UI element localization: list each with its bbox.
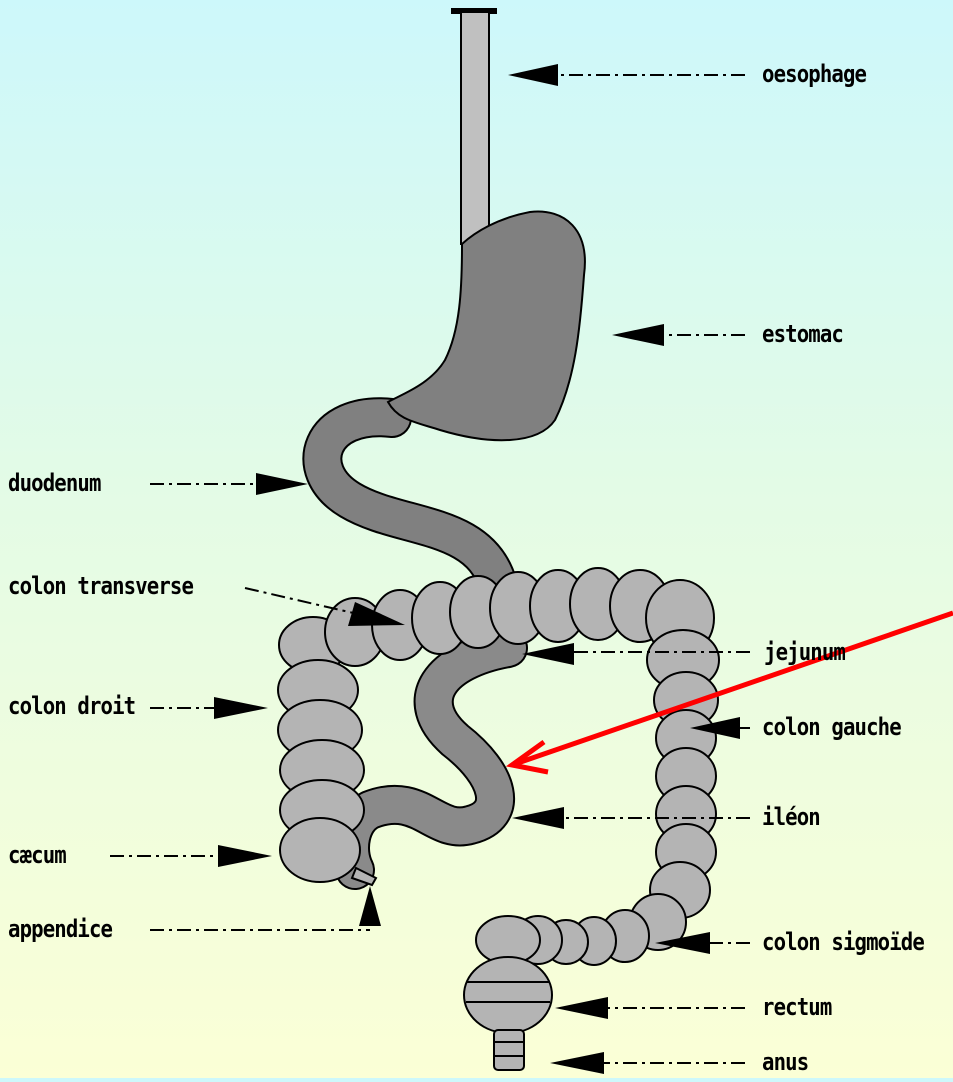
label-ileon: iléon [762, 805, 820, 829]
label-jejunum: jejunum [764, 640, 845, 664]
label-caecum: cæcum [8, 843, 66, 867]
label-anus: anus [762, 1050, 808, 1074]
label-colon-transverse: colon transverse [8, 574, 193, 598]
stomach [388, 212, 585, 441]
arrowhead-jejunum [522, 643, 574, 665]
colon-gauche-tube [647, 630, 719, 918]
arrowhead-appendice [359, 886, 381, 926]
label-rectum: rectum [762, 995, 831, 1019]
colon-sigmoide-tube [476, 894, 686, 965]
arrowhead-ileon [512, 807, 564, 829]
rectum-anus [464, 957, 552, 1070]
label-colon-droit: colon droit [8, 694, 135, 718]
label-colon-gauche: colon gauche [762, 715, 901, 739]
colon-droit-tube [278, 660, 364, 882]
small-intestine [350, 648, 508, 870]
red-highlight-arrow [512, 613, 953, 772]
arrowhead-oesophage [508, 64, 558, 86]
arrowhead-colon-droit [214, 697, 268, 719]
label-appendice: appendice [8, 917, 112, 941]
arrowhead-anus [550, 1052, 604, 1074]
oesophagus [451, 8, 497, 244]
arrowhead-duodenum [256, 473, 308, 495]
arrowhead-caecum [218, 845, 272, 867]
label-oesophage: oesophage [762, 62, 866, 86]
label-estomac: estomac [762, 322, 843, 346]
arrowhead-rectum [555, 997, 608, 1019]
label-duodenum: duodenum [8, 471, 101, 495]
arrowhead-estomac [612, 324, 664, 346]
duodenum-tube [322, 417, 498, 585]
label-colon-sigmoide: colon sigmoïde [762, 930, 924, 954]
